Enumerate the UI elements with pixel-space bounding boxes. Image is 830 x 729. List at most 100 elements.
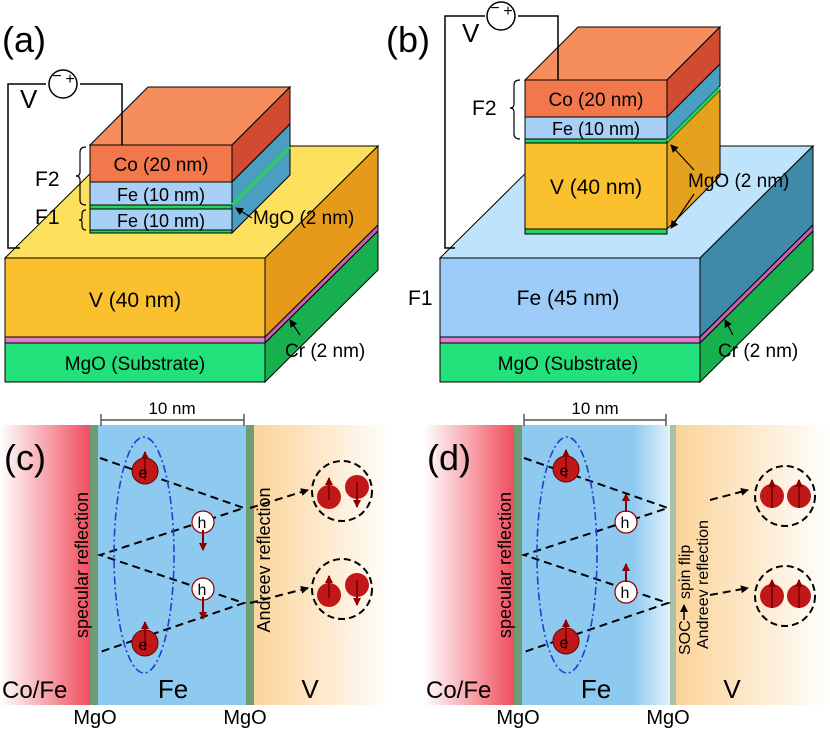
- svg-text:e: e: [139, 465, 148, 482]
- b-f2-bracket: [509, 79, 521, 140]
- a-cr-label: Cr (2 nm): [285, 341, 365, 362]
- b-mgo-side-line: [665, 86, 722, 143]
- d-specular-label: specular reflection: [495, 492, 515, 638]
- d-hole-upper: h: [614, 493, 638, 534]
- d-left-label: Co/Fe: [426, 677, 491, 704]
- a-f2-bracket: [75, 146, 87, 206]
- panel-a: (a) Co (20 nm) Fe (10 nm) Fe (10 nm) V (…: [2, 19, 380, 384]
- a-cr-front: [4, 336, 266, 344]
- d-hole-lower: h: [614, 563, 638, 604]
- b-fe-side-top: [666, 62, 721, 141]
- c-electron-top: e: [131, 451, 159, 485]
- b-mgo-arrow-down: [670, 193, 695, 229]
- panel-c: 10 nm (c) Co/Fe Fe V MgO MgO specular re…: [0, 399, 393, 729]
- b-cr-front: [439, 336, 701, 344]
- c-left-label: Co/Fe: [2, 677, 67, 704]
- b-f2-label: F2: [472, 97, 497, 120]
- c-right-label: V: [301, 674, 319, 704]
- b-mgo-bottom-front: [524, 228, 668, 235]
- b-circuit-wire: [444, 15, 559, 249]
- a-fe-top-label: Fe (10 nm): [117, 185, 205, 205]
- b-voltage-minus: −: [490, 0, 499, 17]
- panel-a-label: (a): [2, 19, 46, 60]
- c-andreev-label: Andreev reflection: [254, 487, 274, 632]
- d-left-region: [424, 425, 516, 705]
- c-arrow-out-1: [249, 488, 309, 509]
- d-electron-top: e: [552, 449, 580, 483]
- c-specular-label: specular reflection: [72, 492, 92, 638]
- c-scale-label: 10 nm: [148, 399, 195, 418]
- c-right-region: [248, 425, 393, 705]
- b-f1-label: F1: [408, 287, 433, 310]
- svg-text:h: h: [621, 585, 630, 602]
- d-mgo-right-bar: [670, 425, 676, 705]
- b-v-label: V (40 nm): [550, 176, 642, 199]
- c-path-upper: [96, 457, 248, 653]
- a-f2-label: F2: [35, 168, 60, 191]
- c-mgo-right-bar: [246, 425, 254, 705]
- a-mgo-side-line: [230, 145, 292, 207]
- c-left-region: [0, 425, 92, 705]
- a-cr-arrow: [289, 319, 301, 336]
- a-f1-label: F1: [35, 206, 60, 229]
- b-mgo-arrow-up: [670, 144, 695, 171]
- c-mgo-left-label: MgO: [73, 707, 116, 729]
- a-circuit-wire: [7, 83, 123, 249]
- b-mgo-top-front: [524, 138, 668, 144]
- c-arrow-out-2: [249, 585, 309, 604]
- panel-c-label: (c): [4, 437, 46, 478]
- d-soc-label-group: SOC spin flip Andreev reflection: [677, 520, 712, 655]
- d-path-upper: [520, 457, 672, 653]
- d-mgo-left-label: MgO: [496, 707, 539, 729]
- d-andreev-label: Andreev reflection: [695, 520, 712, 649]
- b-cr-label: Cr (2 nm): [718, 341, 798, 362]
- b-fe-thick-label: Fe (45 nm): [517, 287, 620, 310]
- panel-b-label: (b): [386, 19, 430, 60]
- b-fe-top-label: Fe (10 nm): [552, 119, 640, 139]
- a-v-label: V (40 nm): [89, 289, 181, 312]
- d-cooper-pair-2: [754, 565, 816, 627]
- c-cooper-pair-2: [311, 558, 373, 620]
- svg-text:e: e: [139, 637, 148, 654]
- d-electron-bottom: e: [552, 619, 580, 655]
- b-co-label: Co (20 nm): [548, 90, 643, 111]
- a-voltage-label: V: [20, 84, 38, 114]
- panel-d: 10 nm (d) Co/Fe Fe V MgO MgO specular re…: [424, 399, 830, 729]
- c-electron-bottom: e: [131, 621, 159, 657]
- a-mgo-front: [89, 204, 233, 210]
- a-voltage-source: [48, 69, 78, 99]
- d-cooper-pair-1: [754, 465, 816, 527]
- d-mgo-left-bar: [514, 425, 522, 705]
- c-mgo-left-bar: [90, 425, 98, 705]
- b-cr-arrow: [724, 319, 734, 336]
- panel-d-label: (d): [427, 437, 471, 478]
- a-mgo-label: MgO (2 nm): [253, 208, 354, 229]
- a-fe-side: [231, 122, 291, 235]
- d-right-label: V: [723, 674, 741, 704]
- d-mgo-right-label: MgO: [646, 707, 689, 729]
- a-f1-bracket: [78, 209, 87, 231]
- d-arrow-out-2: [709, 585, 749, 596]
- d-scale-label: 10 nm: [571, 399, 618, 418]
- b-voltage-plus: +: [503, 3, 512, 20]
- d-spin-flip-label: spin flip: [677, 545, 694, 599]
- a-co-label: Co (20 nm): [113, 155, 208, 176]
- a-fe-bottom-label: Fe (10 nm): [117, 211, 205, 231]
- b-mgo-label: MgO (2 nm): [688, 171, 789, 192]
- c-center-label: Fe: [158, 674, 188, 704]
- c-hole-lower: h: [191, 577, 215, 620]
- d-fe-region: [516, 425, 672, 705]
- c-mgo-right-label: MgO: [223, 707, 266, 729]
- a-mgo-arrow: [235, 207, 253, 219]
- svg-text:e: e: [560, 635, 569, 652]
- b-voltage-label: V: [462, 18, 480, 48]
- a-voltage-minus: −: [52, 68, 61, 85]
- svg-text:h: h: [198, 515, 207, 532]
- d-soc-label: SOC: [677, 620, 694, 655]
- d-coherence-ellipse: [536, 436, 598, 674]
- b-substrate-label: MgO (Substrate): [498, 354, 638, 375]
- a-side-sub: [264, 229, 379, 384]
- panel-b: (b) Co (20 nm) Fe (10 nm) V (40 nm) MgO …: [386, 0, 815, 384]
- c-coherence-ellipse: [113, 436, 175, 674]
